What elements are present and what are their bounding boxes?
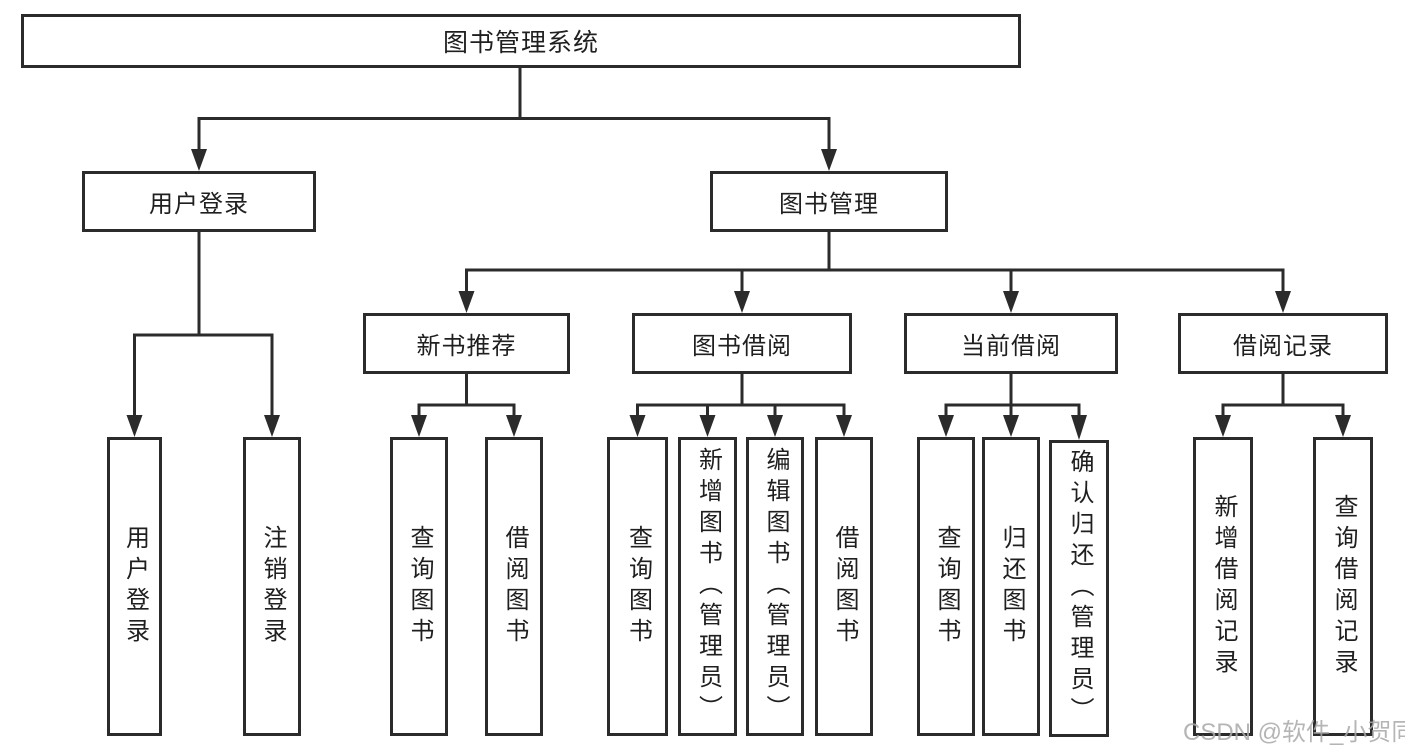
leaf-label: 归还图书 xyxy=(998,524,1025,649)
leaf-label: 新增图书（管理员） xyxy=(694,447,722,726)
leaf-return-books: 归还图书 xyxy=(982,437,1040,736)
leaf-label: 查询借阅记录 xyxy=(1330,493,1357,680)
arrowhead-icons xyxy=(126,149,1351,440)
leaf-label: 查询图书 xyxy=(933,524,960,649)
node-label: 图书借阅 xyxy=(692,333,792,360)
leaf-label: 注销登录 xyxy=(259,524,286,649)
leaf-label: 编辑图书（管理员） xyxy=(762,447,789,726)
node-book-borrowing: 图书借阅 xyxy=(632,313,852,374)
leaf-borrow-books: 借阅图书 xyxy=(485,437,543,736)
leaf-label: 用户登录 xyxy=(121,524,149,649)
node-book-management: 图书管理 xyxy=(710,171,948,232)
node-new-book-recommendation: 新书推荐 xyxy=(363,313,570,374)
node-borrowing-records: 借阅记录 xyxy=(1178,313,1388,374)
leaf-label: 查询图书 xyxy=(406,524,433,649)
leaf-label: 借阅图书 xyxy=(831,524,858,649)
csdn-watermark: CSDN @软件_小贺同学 xyxy=(1183,719,1405,746)
node-label: 当前借阅 xyxy=(961,333,1061,360)
leaf-user-login: 用户登录 xyxy=(107,437,162,736)
node-library-management-system: 图书管理系统 xyxy=(21,14,1021,68)
node-label: 借阅记录 xyxy=(1233,333,1333,360)
leaf-label: 借阅图书 xyxy=(501,524,528,649)
leaf-query-books-3: 查询图书 xyxy=(917,437,975,736)
leaf-label: 新增借阅记录 xyxy=(1210,493,1237,680)
node-label: 图书管理 xyxy=(779,191,879,218)
node-label: 用户登录 xyxy=(149,191,249,218)
leaf-logout: 注销登录 xyxy=(243,437,301,736)
leaf-add-book-admin: 新增图书（管理员） xyxy=(678,437,737,736)
leaf-label: 确认归还（管理员） xyxy=(1066,449,1093,728)
leaf-query-books: 查询图书 xyxy=(390,437,448,736)
leaf-borrow-books-2: 借阅图书 xyxy=(815,437,873,736)
leaf-query-books-2: 查询图书 xyxy=(607,437,668,736)
leaf-edit-book-admin: 编辑图书（管理员） xyxy=(746,437,804,736)
tree-edges xyxy=(133,66,1345,418)
node-current-borrowing: 当前借阅 xyxy=(904,313,1118,374)
leaf-query-borrow-record: 查询借阅记录 xyxy=(1313,437,1373,736)
leaf-add-borrow-record: 新增借阅记录 xyxy=(1193,437,1253,736)
leaf-label: 查询图书 xyxy=(624,524,652,649)
leaf-confirm-return-admin: 确认归还（管理员） xyxy=(1049,440,1109,737)
node-label: 图书管理系统 xyxy=(442,29,599,57)
node-label: 新书推荐 xyxy=(416,333,517,360)
node-user-login: 用户登录 xyxy=(82,171,316,232)
